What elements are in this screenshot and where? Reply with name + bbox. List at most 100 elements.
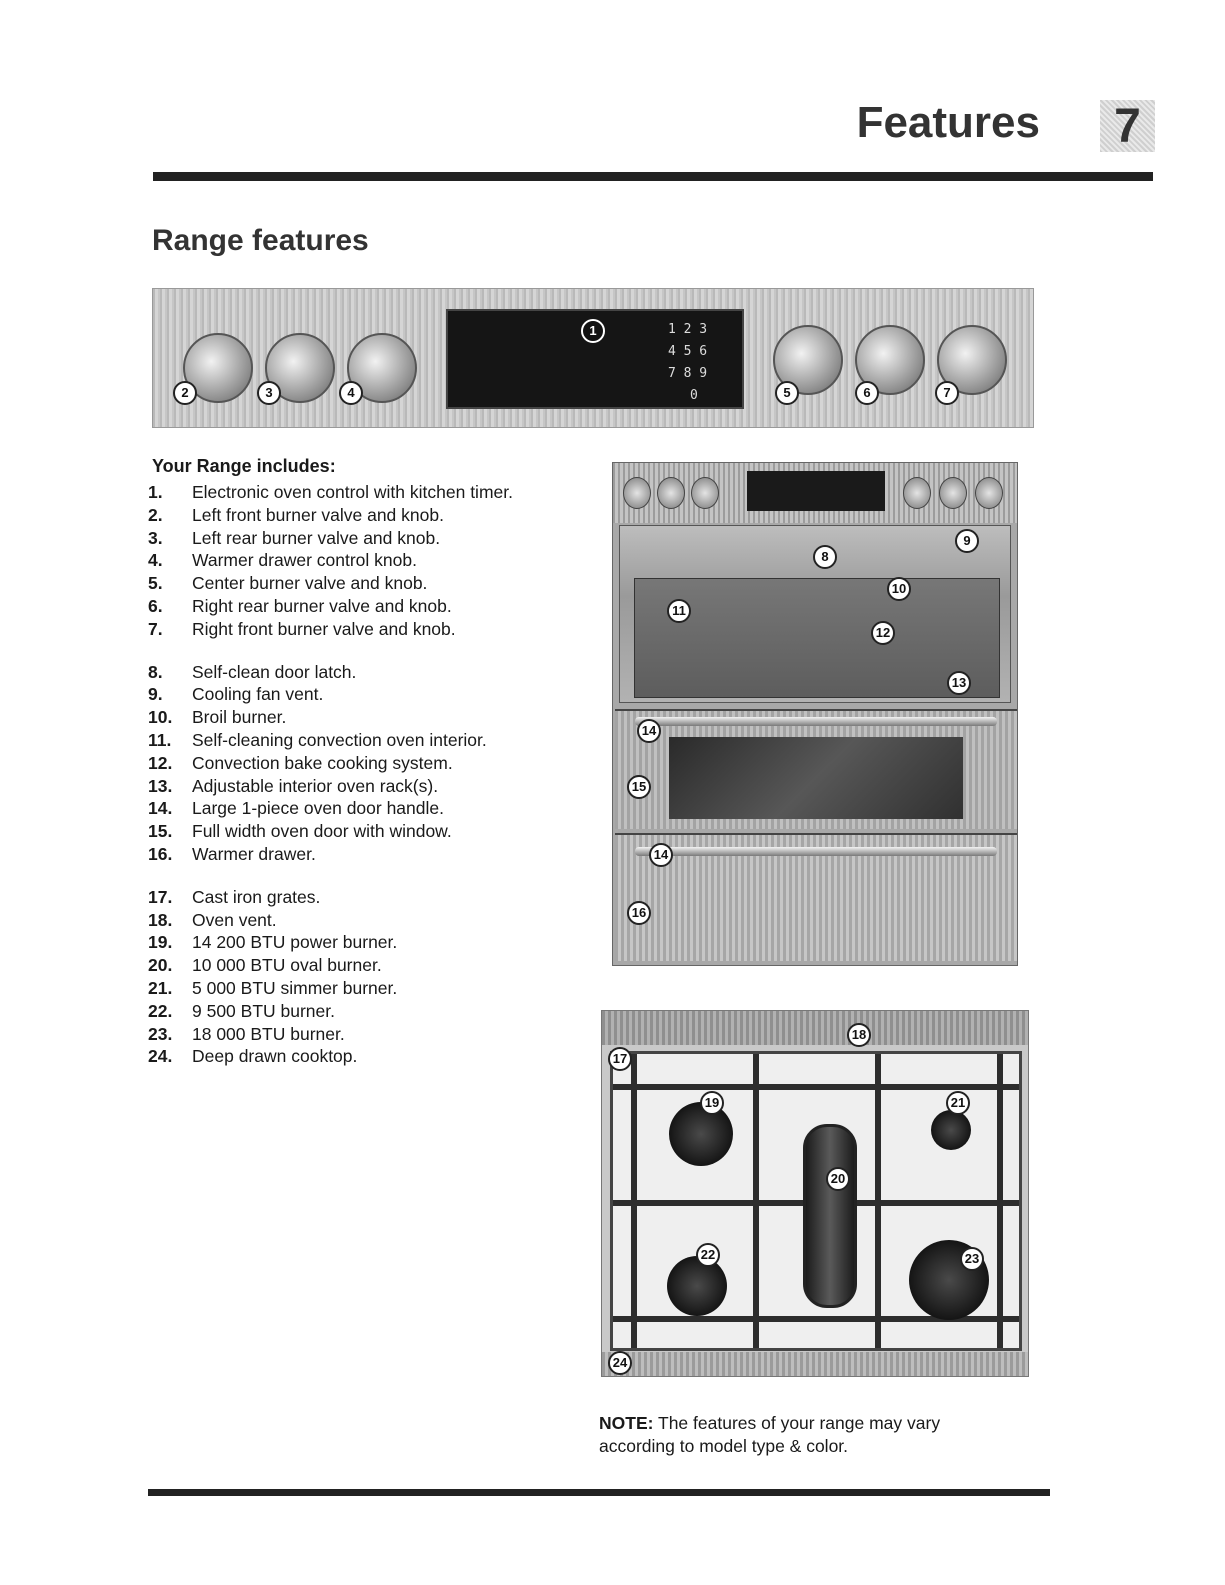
item-number: 3. — [148, 527, 163, 548]
feature-list: 1. Electronic oven control with kitchen t… — [148, 481, 588, 1068]
callout-18: 18 — [847, 1023, 871, 1047]
item-number: 14. — [148, 798, 173, 819]
knob — [657, 477, 685, 509]
item-text: Left front burner valve and knob. — [192, 504, 444, 525]
burner-9500 — [667, 1256, 727, 1316]
item-text: Cooling fan vent. — [192, 684, 324, 705]
list-item: 16. Warmer drawer. — [148, 843, 588, 866]
list-item: 23. 18 000 BTU burner. — [148, 1023, 588, 1046]
list-item: 19. 14 200 BTU power burner. — [148, 931, 588, 954]
list-item: 20. 10 000 BTU oval burner. — [148, 954, 588, 977]
knob — [623, 477, 651, 509]
item-text: 5 000 BTU simmer burner. — [192, 977, 398, 998]
item-number: 19. — [148, 932, 173, 953]
callout-10: 10 — [887, 577, 911, 601]
callout-16: 16 — [627, 901, 651, 925]
item-text: Convection bake cooking system. — [192, 752, 453, 773]
item-text: Cast iron grates. — [192, 886, 321, 907]
list-item: 8.Self-clean door latch. — [148, 661, 588, 684]
item-text: 14 200 BTU power burner. — [192, 932, 398, 953]
range-front-figure: 8 9 10 11 12 13 14 15 14 16 — [612, 462, 1018, 966]
note: NOTE: The features of your range may var… — [599, 1412, 1019, 1458]
knob — [975, 477, 1003, 509]
item-number: 7. — [148, 618, 163, 639]
item-text: Left rear burner valve and knob. — [192, 527, 441, 548]
item-number: 12. — [148, 752, 173, 773]
item-text: Center burner valve and knob. — [192, 573, 428, 594]
power-burner — [669, 1102, 733, 1166]
item-number: 20. — [148, 955, 173, 976]
item-number: 5. — [148, 573, 163, 594]
callout-12: 12 — [871, 621, 895, 645]
control-panel-figure: 1 2 3 4 5 6 7 8 9 0 1 2 3 4 5 6 7 — [152, 288, 1034, 428]
item-text: Warmer drawer. — [192, 843, 316, 864]
list-item: 24.Deep drawn cooktop. — [148, 1045, 588, 1068]
simmer-burner — [931, 1110, 971, 1150]
callout-5: 5 — [775, 381, 799, 405]
list-item: 2. Left front burner valve and knob. — [148, 504, 588, 527]
list-item: 11. Self-cleaning convection oven interio… — [148, 729, 588, 752]
callout-9: 9 — [955, 529, 979, 553]
oven-door — [615, 709, 1017, 829]
item-number: 16. — [148, 843, 173, 864]
list-item: 6.Right rear burner valve and knob. — [148, 595, 588, 618]
item-number: 1. — [148, 482, 163, 502]
callout-6: 6 — [855, 381, 879, 405]
callout-15: 15 — [627, 775, 651, 799]
keypad: 1 2 3 4 5 6 7 8 9 0 — [668, 319, 728, 407]
item-number: 11. — [148, 729, 172, 750]
item-number: 4. — [148, 550, 163, 571]
oven-door-window — [669, 737, 963, 819]
item-text: Right rear burner valve and knob. — [192, 595, 452, 616]
item-text: 18 000 BTU burner. — [192, 1023, 345, 1044]
note-label: NOTE: — [599, 1413, 654, 1433]
item-text: Self-cleaning convection oven interior. — [192, 729, 487, 750]
bottom-rule — [148, 1489, 1050, 1496]
item-text: Broil burner. — [192, 707, 287, 728]
callout-24: 24 — [608, 1351, 632, 1375]
note-text: The features of your range may vary acco… — [599, 1413, 941, 1456]
callout-8: 8 — [813, 545, 837, 569]
callout-3: 3 — [257, 381, 281, 405]
item-text: 10 000 BTU oval burner. — [192, 955, 382, 976]
item-text: Large 1-piece oven door handle. — [192, 798, 444, 819]
item-text: 9 500 BTU burner. — [192, 1000, 335, 1021]
page-header-title: Features — [856, 98, 1040, 147]
callout-1: 1 — [581, 319, 605, 343]
item-text: Warmer drawer control knob. — [192, 550, 417, 571]
list-item: 22. 9 500 BTU burner. — [148, 1000, 588, 1023]
item-text: Full width oven door with window. — [192, 821, 452, 842]
range-display — [747, 471, 885, 511]
callout-21: 21 — [946, 1091, 970, 1115]
range-control-strip — [613, 463, 1017, 523]
grate-bar — [613, 1084, 1019, 1090]
knob — [691, 477, 719, 509]
list-item: 13.Adjustable interior oven rack(s). — [148, 775, 588, 798]
oven-cavity — [634, 578, 1000, 698]
item-text: Adjustable interior oven rack(s). — [192, 775, 439, 796]
item-number: 8. — [148, 661, 163, 682]
item-number: 17. — [148, 886, 173, 907]
knob-warmer-drawer — [347, 333, 417, 403]
list-item: 3. Left rear burner valve and knob. — [148, 527, 588, 550]
item-number: 15. — [148, 821, 173, 842]
callout-7: 7 — [935, 381, 959, 405]
list-item: 18.Oven vent. — [148, 909, 588, 932]
keypad-row: 4 5 6 — [668, 344, 708, 359]
item-number: 22. — [148, 1000, 173, 1021]
item-number: 18. — [148, 909, 173, 930]
list-item: 9. Cooling fan vent. — [148, 683, 588, 706]
item-number: 23. — [148, 1023, 173, 1044]
callout-14: 14 — [649, 843, 673, 867]
keypad-row: 0 — [690, 388, 698, 403]
callout-23: 23 — [960, 1247, 984, 1271]
item-number: 9. — [148, 684, 163, 705]
list-item: 7.Right front burner valve and knob. — [148, 618, 588, 641]
callout-14: 14 — [637, 719, 661, 743]
page-number: 7 — [1100, 100, 1155, 153]
item-text: Electronic oven control with kitchen tim… — [192, 482, 513, 502]
item-number: 2. — [148, 504, 163, 525]
callout-17: 17 — [608, 1047, 632, 1071]
oval-burner — [803, 1124, 857, 1308]
warmer-drawer-handle — [635, 847, 997, 856]
